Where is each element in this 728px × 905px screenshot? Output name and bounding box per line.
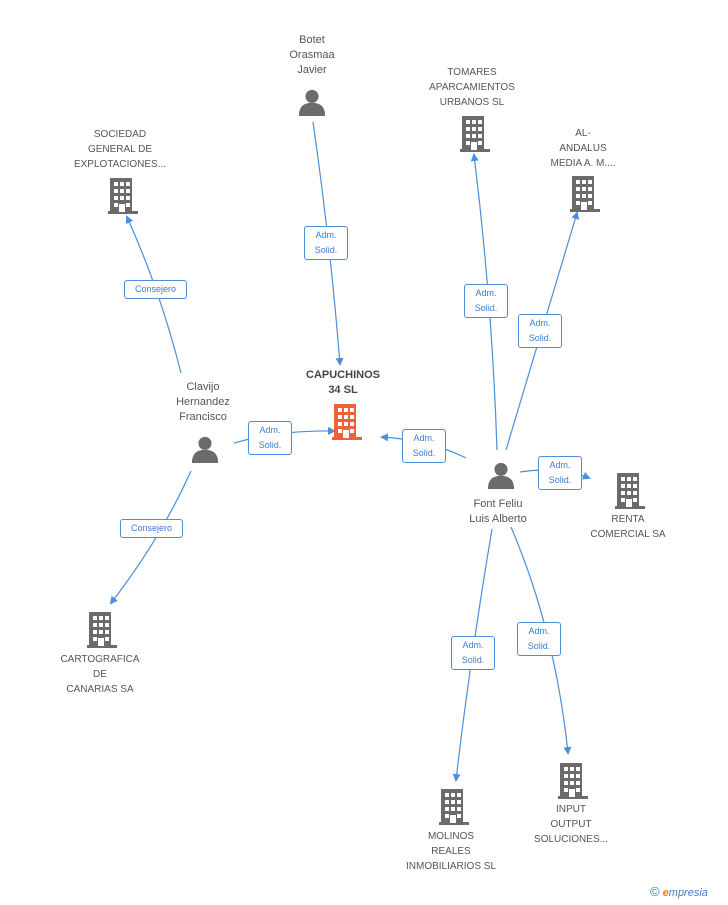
person-label-clavijo[interactable]: Clavijo Hernandez Francisco xyxy=(176,381,230,423)
empresia-logo[interactable]: © empresia xyxy=(650,884,708,899)
building-icon xyxy=(87,612,117,648)
company-label-input[interactable]: INPUT OUTPUT SOLUCIONES... xyxy=(534,804,608,845)
edge-label-clavijo-sociedad[interactable]: Consejero xyxy=(124,280,187,299)
person-icon xyxy=(487,462,515,489)
brand-e: e xyxy=(662,887,669,899)
edge-label-font-renta[interactable]: Adm. Solid. xyxy=(538,456,582,490)
edge-label-font-molinos[interactable]: Adm. Solid. xyxy=(451,636,495,670)
edge-label-font-center[interactable]: Adm. Solid. xyxy=(402,429,446,463)
building-icon xyxy=(570,176,600,212)
building-icon xyxy=(558,763,588,799)
company-label-sociedad[interactable]: SOCIEDAD GENERAL DE EXPLOTACIONES... xyxy=(73,129,167,170)
edge-label-font-input[interactable]: Adm. Solid. xyxy=(517,622,561,656)
edge-label-botet-center[interactable]: Adm. Solid. xyxy=(304,226,348,260)
building-icon xyxy=(439,789,469,825)
building-icon xyxy=(332,404,362,440)
edge-label-font-tomares[interactable]: Adm. Solid. xyxy=(464,284,508,318)
brand-name: mpresia xyxy=(668,887,708,899)
building-icon xyxy=(108,178,138,214)
person-icon xyxy=(298,89,326,116)
building-icon xyxy=(615,473,645,509)
edge-clavijo-cartografica xyxy=(109,470,192,605)
person-label-font[interactable]: Font Feliu Luis Alberto xyxy=(469,498,527,525)
center-company-label[interactable]: CAPUCHINOS 34 SL xyxy=(306,369,380,396)
company-label-renta[interactable]: RENTA COMERCIAL SA xyxy=(590,514,666,540)
edge-label-clavijo-center[interactable]: Adm. Solid. xyxy=(248,421,292,455)
person-icon xyxy=(191,436,219,463)
building-icon xyxy=(460,116,490,152)
person-label-botet[interactable]: Botet Orasmaa Javier xyxy=(289,34,335,76)
edge-label-font-alandalus[interactable]: Adm. Solid. xyxy=(518,314,562,348)
edge-label-clavijo-cartografica[interactable]: Consejero xyxy=(120,519,183,538)
company-label-cartografica[interactable]: CARTOGRAFICA DE CANARIAS SA xyxy=(60,654,140,695)
company-label-tomares[interactable]: TOMARES APARCAMIENTOS URBANOS SL xyxy=(429,67,515,108)
company-label-molinos[interactable]: MOLINOS REALES INMOBILIARIOS SL xyxy=(405,831,497,872)
company-label-alandalus[interactable]: AL- ANDALUS MEDIA A. M.... xyxy=(550,128,616,169)
copyright-icon: © xyxy=(650,884,660,899)
